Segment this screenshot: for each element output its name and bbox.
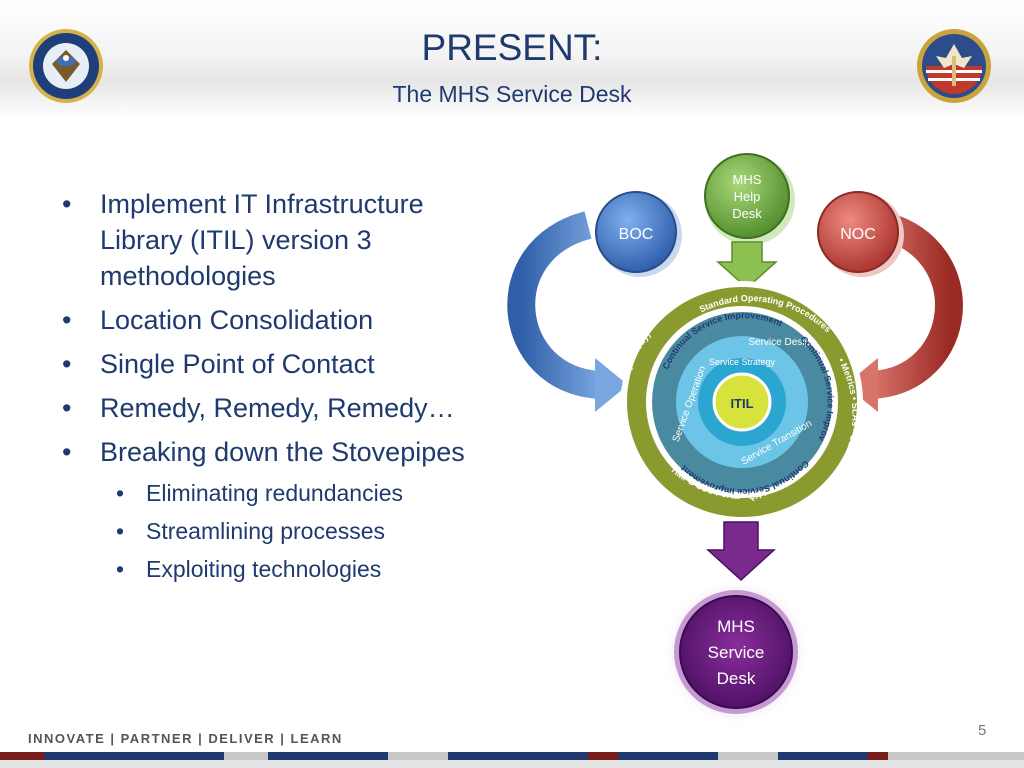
department-of-defense-seal-icon bbox=[29, 29, 103, 103]
bullet-list: Implement IT Infrastructure Library (ITI… bbox=[56, 186, 476, 592]
bullet-item: Implement IT Infrastructure Library (ITI… bbox=[56, 186, 476, 294]
page-title: PRESENT: bbox=[421, 27, 603, 68]
service-desk-label-line: MHS bbox=[717, 617, 755, 636]
service-desk-diagram: BOC NOC MHS Help Desk ITIL Service bbox=[500, 140, 963, 726]
help-desk-label-line: MHS bbox=[733, 172, 762, 187]
service-desk-flow-arrow bbox=[706, 521, 776, 582]
bullet-item: Single Point of Contact bbox=[56, 346, 476, 382]
header-band bbox=[0, 0, 1024, 118]
military-health-system-seal-icon bbox=[917, 29, 991, 103]
sub-bullet-item: Exploiting technologies bbox=[56, 554, 476, 584]
sub-bullet-item: Streamlining processes bbox=[56, 516, 476, 546]
help-desk-label-line: Help bbox=[734, 189, 761, 204]
page-subtitle: The MHS Service Desk bbox=[392, 81, 632, 107]
footer-stripe bbox=[0, 752, 1024, 760]
itil-ring: ITIL Service Strategy Service Design Ser… bbox=[500, 140, 863, 523]
service-desk-node: MHS Service Desk bbox=[662, 578, 810, 726]
boc-flow-arrow bbox=[507, 211, 628, 412]
bullet-item: Location Consolidation bbox=[56, 302, 476, 338]
itil-center-label: ITIL bbox=[730, 396, 753, 411]
service-strategy-label: Service Strategy bbox=[709, 357, 776, 367]
service-desk-label-line: Desk bbox=[717, 669, 756, 688]
sub-bullet-item: Eliminating redundancies bbox=[56, 478, 476, 508]
boc-node: BOC bbox=[595, 191, 682, 277]
help-desk-label-line: Desk bbox=[732, 206, 762, 221]
service-desk-label-line: Service bbox=[708, 643, 765, 662]
bullet-item: Remedy, Remedy, Remedy… bbox=[56, 390, 476, 426]
footer-tagline: INNOVATE | PARTNER | DELIVER | LEARN bbox=[28, 731, 343, 746]
noc-node: NOC bbox=[817, 191, 904, 277]
footer-base-bar bbox=[0, 760, 1024, 768]
help-desk-node: MHS Help Desk bbox=[704, 153, 795, 245]
help-desk-flow-arrow bbox=[716, 241, 778, 290]
page-number: 5 bbox=[978, 722, 987, 739]
noc-label: NOC bbox=[840, 226, 876, 243]
service-design-label: Service Design bbox=[748, 337, 815, 348]
boc-label: BOC bbox=[619, 226, 654, 243]
bullet-item: Breaking down the Stovepipes bbox=[56, 434, 476, 470]
